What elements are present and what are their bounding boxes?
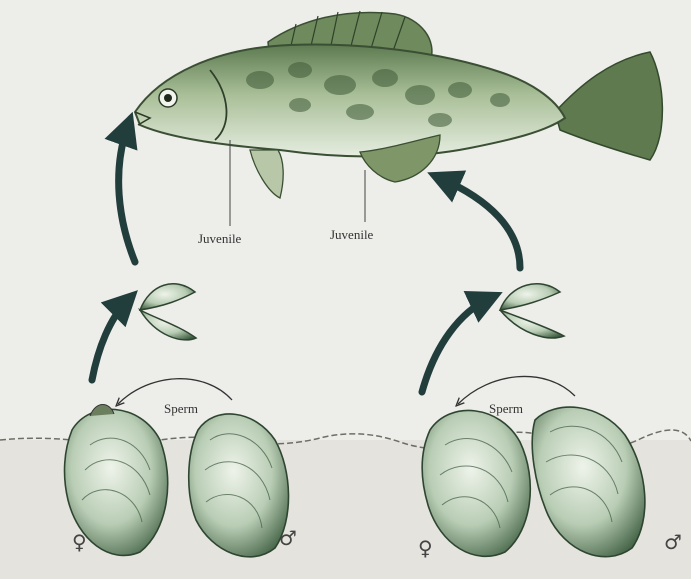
- host-attachment-arrows: [92, 125, 520, 392]
- host-fish-crappie: [135, 11, 662, 198]
- sperm-label-right: Sperm: [489, 401, 523, 417]
- juvenile-label-right: Juvenile: [330, 227, 373, 243]
- female-symbol-left: ♀: [72, 532, 87, 552]
- male-symbol-left: ♂: [279, 528, 297, 548]
- glochidium-right: [500, 284, 564, 338]
- sperm-arrows: [118, 376, 575, 404]
- male-symbol-right: ♂: [664, 532, 682, 552]
- glochidium-left: [140, 284, 196, 340]
- sperm-label-left: Sperm: [164, 401, 198, 417]
- juvenile-label-left: Juvenile: [198, 231, 241, 247]
- female-symbol-right: ♀: [418, 538, 433, 558]
